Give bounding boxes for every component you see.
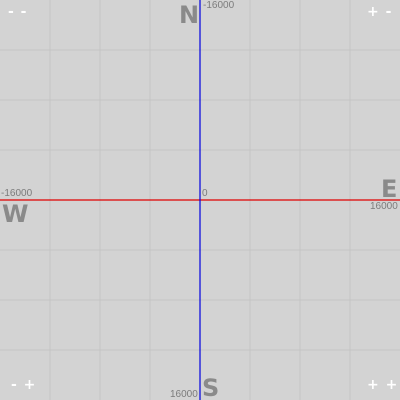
quadrant-bottom-right-label: + + xyxy=(367,377,399,393)
south-edge-coordinate: 16000 xyxy=(170,389,198,400)
quadrant-top-right-label: + - xyxy=(367,4,393,20)
compass-north-label: N xyxy=(179,1,200,29)
compass-east-label: E xyxy=(381,175,398,203)
quadrant-bottom-left-label: - + xyxy=(11,377,37,393)
west-edge-coordinate: -16000 xyxy=(1,188,33,199)
north-edge-coordinate: -16000 xyxy=(203,0,235,11)
quadrant-top-left-label: - - xyxy=(8,4,28,20)
compass-south-label: S xyxy=(202,374,220,400)
compass-west-label: W xyxy=(2,200,29,228)
origin-coordinate: 0 xyxy=(202,188,208,199)
east-edge-coordinate: 16000 xyxy=(370,201,398,212)
